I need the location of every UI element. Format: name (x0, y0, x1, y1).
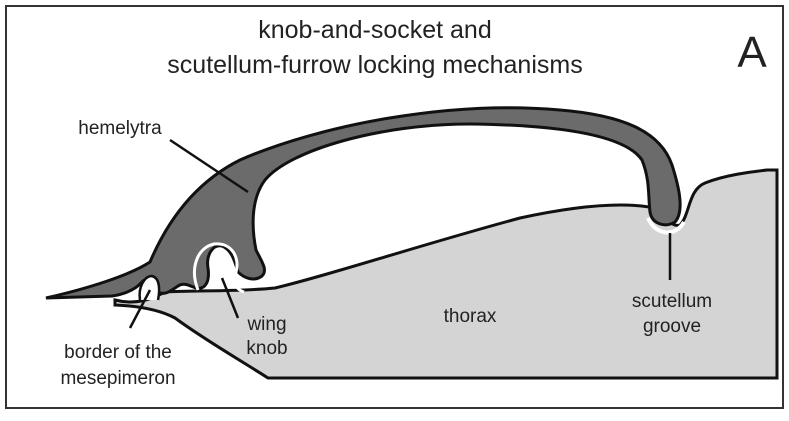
border-of-mesepimeron-label-line-1: border of the (64, 342, 172, 363)
wing-knob-label-line-1: wing (246, 314, 286, 335)
hemelytra-label: hemelytra (78, 118, 162, 139)
figure-title-line-2: scutellum-furrow locking mechanisms (167, 51, 582, 79)
thorax-label: thorax (444, 306, 497, 327)
wing-knob-label-line-2: knob (246, 338, 287, 359)
panel-letter: A (737, 28, 767, 77)
figure-title-line-1: knob-and-socket and (258, 16, 491, 44)
scutellum-groove-label-line-2: groove (643, 316, 701, 337)
border-of-mesepimeron-label-line-2: mesepimeron (60, 368, 175, 389)
scutellum-groove-label-line-1: scutellum (632, 291, 712, 312)
